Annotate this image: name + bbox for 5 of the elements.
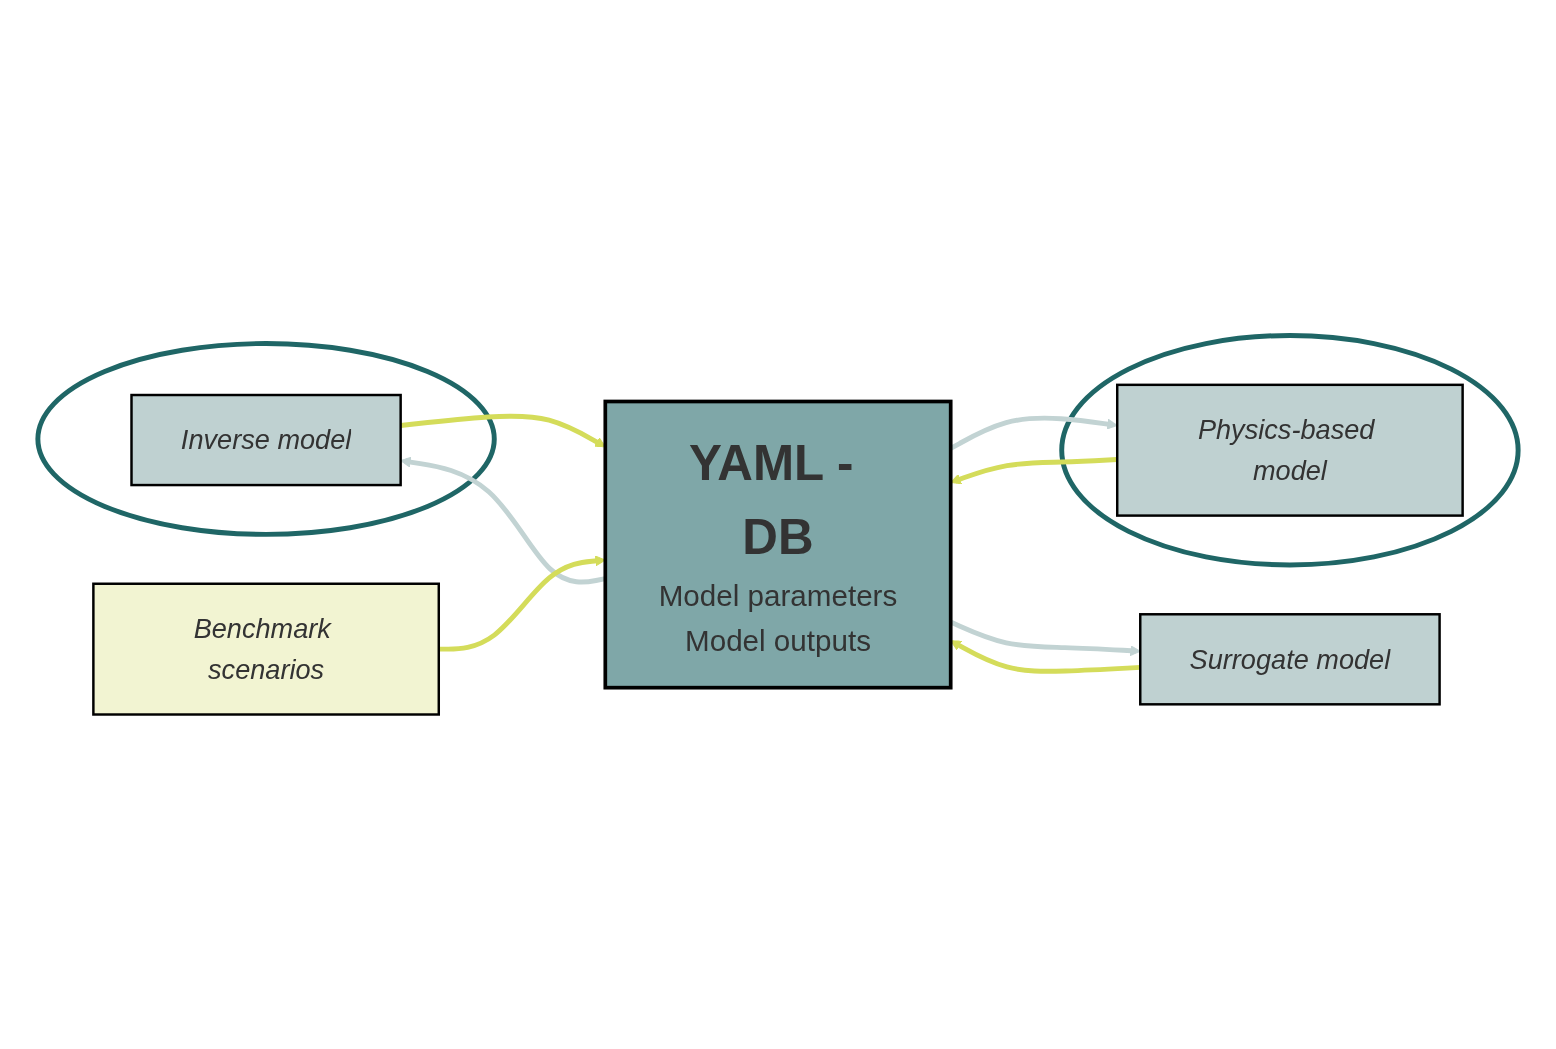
node-box: Surrogate model xyxy=(1139,612,1441,706)
node-box: YAML - DB Model parameters Model outputs xyxy=(603,399,953,689)
node-box: Inverse model xyxy=(130,393,402,486)
node-box: Physics-based model xyxy=(1116,383,1464,517)
node-box: Benchmark scenarios xyxy=(92,582,440,716)
